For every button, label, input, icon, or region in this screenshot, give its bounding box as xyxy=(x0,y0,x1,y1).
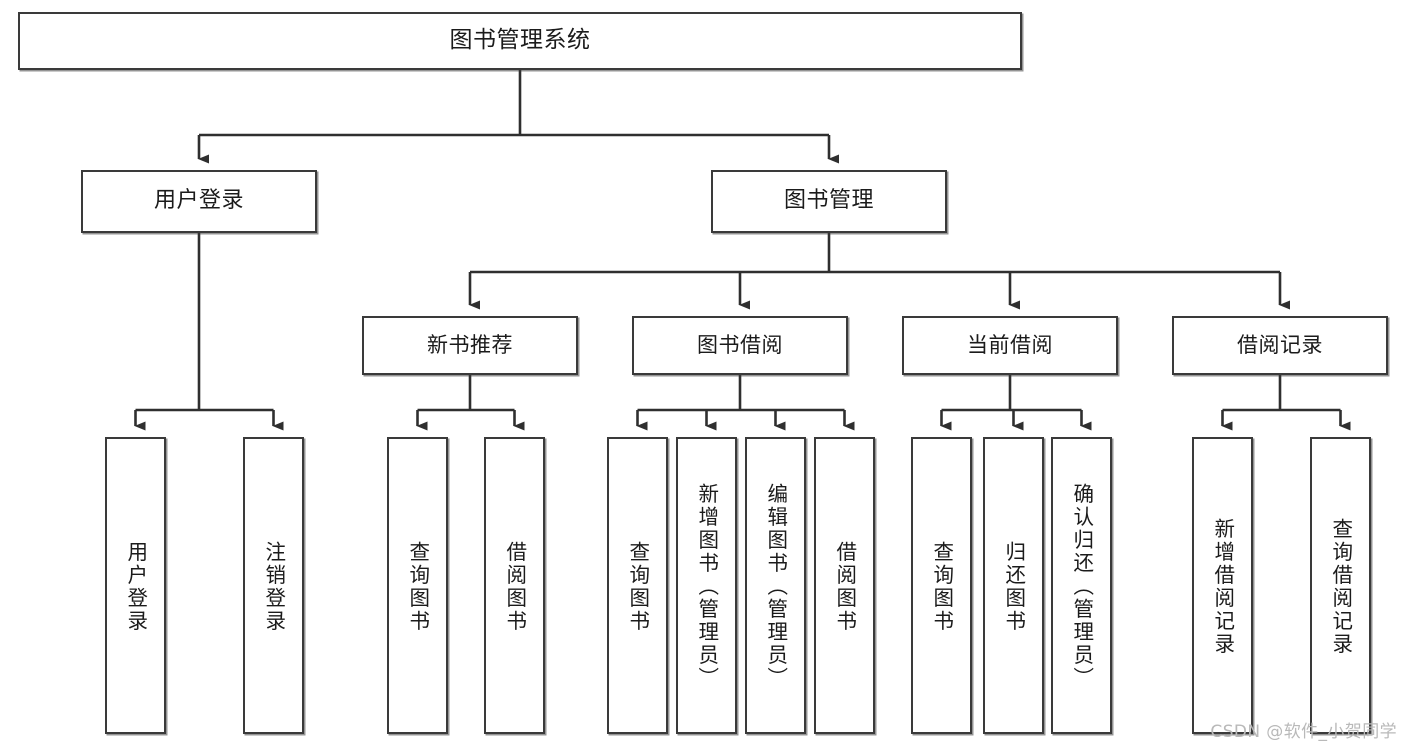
node-leaf1[interactable]: 用户登录 xyxy=(105,437,166,734)
node-label: 确认归还（管理员） xyxy=(1069,483,1094,690)
node-bookmgmt[interactable]: 图书管理 xyxy=(711,170,947,233)
node-current[interactable]: 当前借阅 xyxy=(902,316,1118,375)
node-label: 查询借阅记录 xyxy=(1328,517,1353,656)
node-label: 图书管理系统 xyxy=(449,27,591,54)
node-root[interactable]: 图书管理系统 xyxy=(18,12,1022,70)
node-label: 借阅记录 xyxy=(1237,332,1323,357)
node-label: 编辑图书（管理员） xyxy=(763,483,788,690)
node-leaf7[interactable]: 编辑图书（管理员） xyxy=(745,437,806,734)
node-leaf2[interactable]: 注销登录 xyxy=(243,437,304,734)
node-label: 用户登录 xyxy=(123,540,148,633)
node-leaf9[interactable]: 查询图书 xyxy=(911,437,972,734)
node-label: 查询图书 xyxy=(625,540,650,633)
node-leaf4[interactable]: 借阅图书 xyxy=(484,437,545,734)
node-label: 借阅图书 xyxy=(832,540,857,633)
node-label: 查询图书 xyxy=(405,540,430,633)
node-leaf6[interactable]: 新增图书（管理员） xyxy=(676,437,737,734)
node-label: 查询图书 xyxy=(929,540,954,633)
node-label: 图书管理 xyxy=(783,188,874,214)
node-label: 注销登录 xyxy=(261,540,286,633)
node-label: 新书推荐 xyxy=(427,332,513,357)
node-leaf11[interactable]: 确认归还（管理员） xyxy=(1051,437,1112,734)
node-leaf5[interactable]: 查询图书 xyxy=(607,437,668,734)
node-record[interactable]: 借阅记录 xyxy=(1172,316,1388,375)
node-newbook[interactable]: 新书推荐 xyxy=(362,316,578,375)
node-label: 归还图书 xyxy=(1001,540,1026,633)
csdn-watermark: CSDN @软件_小贺同学 xyxy=(1210,722,1397,742)
node-leaf12[interactable]: 新增借阅记录 xyxy=(1192,437,1253,734)
node-label: 新增图书（管理员） xyxy=(694,483,719,690)
node-leaf13[interactable]: 查询借阅记录 xyxy=(1310,437,1371,734)
node-label: 用户登录 xyxy=(153,188,244,214)
node-label: 图书借阅 xyxy=(697,332,783,357)
node-label: 当前借阅 xyxy=(967,332,1053,357)
node-leaf8[interactable]: 借阅图书 xyxy=(814,437,875,734)
node-borrow[interactable]: 图书借阅 xyxy=(632,316,848,375)
node-label: 借阅图书 xyxy=(502,540,527,633)
node-login[interactable]: 用户登录 xyxy=(81,170,317,233)
node-leaf3[interactable]: 查询图书 xyxy=(387,437,448,734)
node-label: 新增借阅记录 xyxy=(1210,517,1235,656)
node-leaf10[interactable]: 归还图书 xyxy=(983,437,1044,734)
